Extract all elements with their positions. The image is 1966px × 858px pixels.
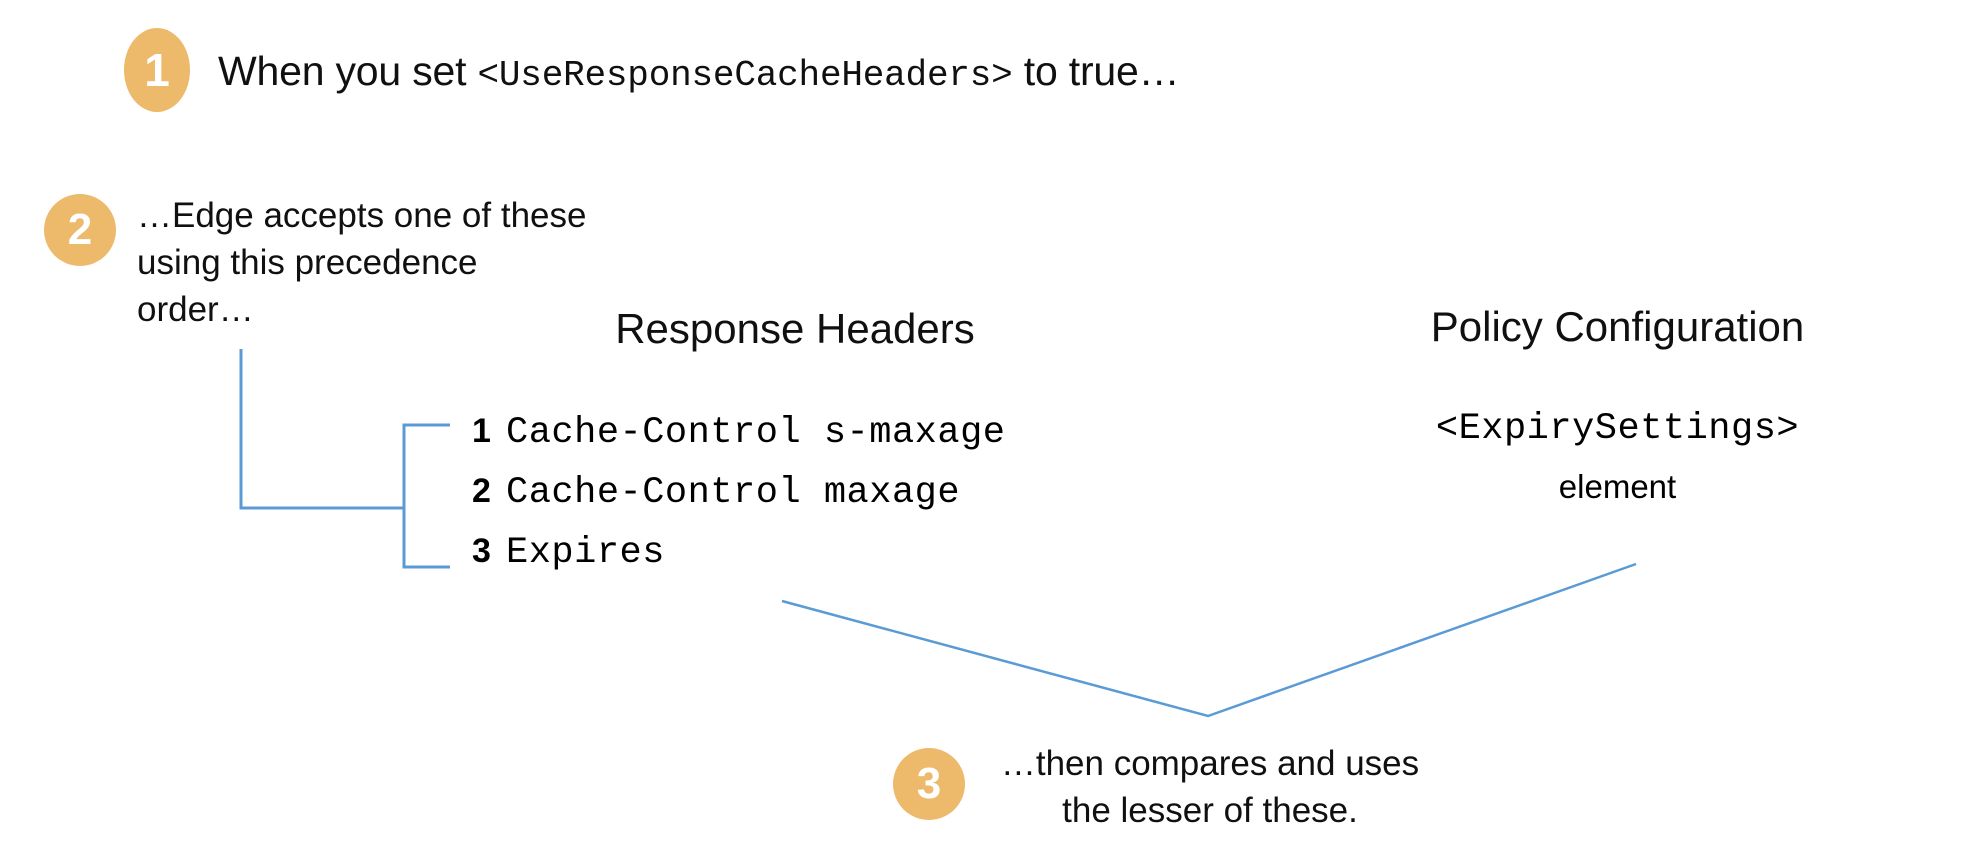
step-2-badge: 2 [44, 194, 116, 266]
step-2-number: 2 [67, 205, 93, 254]
list-item: 3 Expires [472, 532, 1005, 592]
precedence-header-name: Cache-Control s-maxage [506, 412, 1006, 454]
headline-text-before: When you set [218, 48, 478, 94]
response-headers-heading: Response Headers [615, 305, 975, 352]
policy-element-label: element [1558, 468, 1677, 505]
precedence-rank: 3 [472, 532, 491, 570]
step-3-caption-line-2: the lesser of these. [1062, 791, 1358, 830]
precedence-header-name: Cache-Control maxage [506, 472, 961, 514]
step-1-badge: 1 [124, 28, 190, 112]
step2-elbow-connector [239, 349, 404, 510]
step-1-number: 1 [144, 44, 170, 96]
step-2-caption: …Edge accepts one of these using this pr… [137, 192, 657, 333]
step-2-caption-line-2: using this precedence [137, 243, 478, 282]
step-2-caption-line-1: …Edge accepts one of these [137, 196, 587, 235]
list-item: 1 Cache-Control s-maxage [472, 412, 1005, 472]
step-1-headline: When you set <UseResponseCacheHeaders> t… [218, 48, 1180, 96]
precedence-rank: 2 [472, 472, 491, 510]
precedence-header-name: Expires [506, 532, 665, 574]
step-3-caption-line-1: …then compares and uses [1000, 744, 1420, 783]
list-item: 2 Cache-Control maxage [472, 472, 1005, 532]
precedence-bracket [402, 423, 450, 569]
policy-configuration-heading: Policy Configuration [1430, 303, 1805, 350]
headline-text-after: to true… [1012, 48, 1180, 94]
step-3-caption: …then compares and uses the lesser of th… [975, 740, 1445, 834]
precedence-rank: 1 [472, 412, 491, 450]
precedence-list: 1 Cache-Control s-maxage 2 Cache-Control… [472, 412, 1005, 592]
step-3-number: 3 [916, 759, 942, 808]
step-3-badge: 3 [893, 748, 965, 820]
policy-expiry-settings-element: <ExpirySettings> [1435, 408, 1800, 450]
step-2-caption-line-3: order… [137, 290, 254, 329]
headline-element-name: <UseResponseCacheHeaders> [477, 55, 1013, 96]
